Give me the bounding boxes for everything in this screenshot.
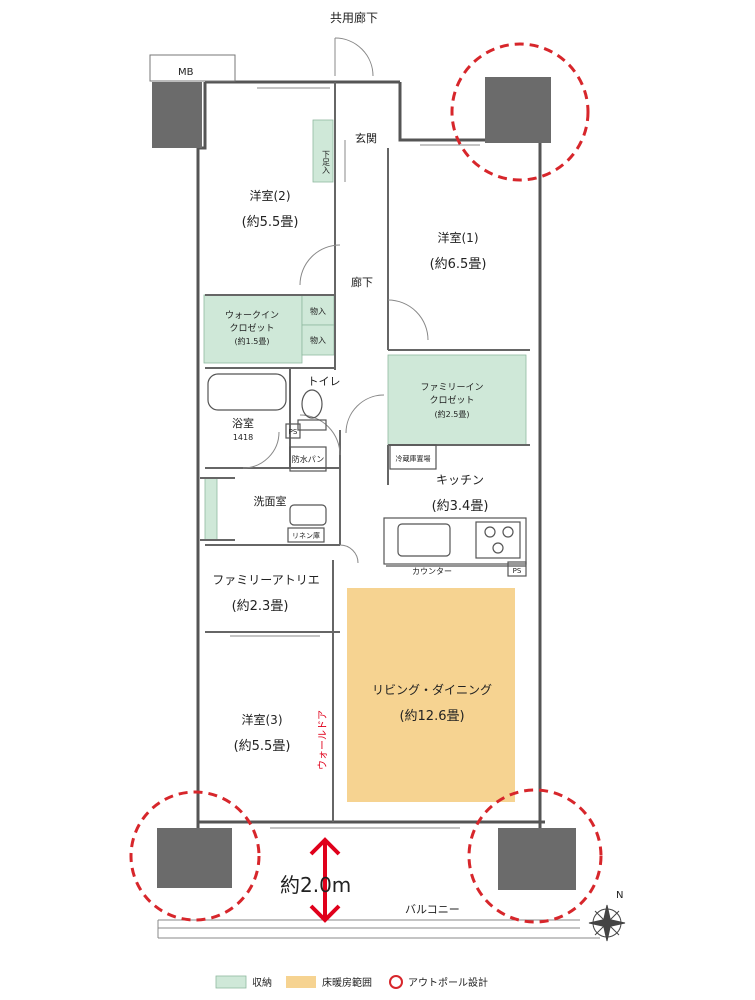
legend-heating-label: 床暖房範囲: [322, 976, 372, 989]
label-living-size: (約12.6畳): [399, 709, 464, 724]
family-closet: [387, 354, 527, 446]
label-linen: リネン庫: [292, 531, 320, 540]
walk-in-closet: [203, 294, 303, 364]
label-shoe-storage: 下足入: [322, 150, 331, 174]
label-room2-name: 洋室(2): [250, 188, 291, 203]
label-ps1: PS: [289, 428, 298, 436]
washroom-storage: [204, 477, 218, 541]
legend-outpole-label: アウトポール設計: [408, 976, 488, 989]
interior-walls: [200, 82, 530, 822]
label-storage-a: 物入: [310, 306, 326, 316]
label-ps2: PS: [513, 567, 522, 575]
label-room3-name: 洋室(3): [242, 712, 283, 727]
cooktop: [475, 521, 521, 559]
bathtub: [207, 373, 287, 411]
floor-heating-area: [347, 588, 515, 802]
balcony-depth-arrow: [309, 837, 341, 923]
shoe-storage: [312, 119, 334, 183]
label-kitchen-size: (約3.4畳): [432, 499, 489, 514]
label-family-closet-1: ファミリーイン: [420, 383, 483, 393]
label-hallway: 廊下: [351, 275, 373, 289]
label-wall-door: ウォールドア: [317, 710, 329, 770]
label-storage-b: 物入: [310, 335, 326, 345]
sink: [397, 523, 451, 557]
label-fridge: 冷蔵庫置場: [396, 454, 431, 463]
pillars: [152, 77, 576, 890]
pillar-top-right: [485, 77, 551, 143]
label-wic-name: ウォークイン: [225, 310, 279, 321]
room-labels: 共用廊下 MB 玄関 下足入 洋室(2) (約5.5畳) 洋室(1) (約6.5…: [178, 10, 623, 916]
pillar-top-left: [152, 82, 202, 148]
outpole-circle-bottom-right: [467, 788, 603, 924]
label-north: N: [616, 890, 623, 901]
waterproof-pan-box: [289, 446, 327, 472]
label-wic-size: (約1.5畳): [235, 336, 270, 346]
label-kitchen-name: キッチン: [436, 473, 484, 487]
doors: [230, 37, 480, 829]
label-atelier-size: (約2.3畳): [232, 599, 289, 614]
ps-box-1: [285, 423, 301, 439]
outpole-circle-bottom-left: [129, 790, 261, 922]
label-toilet: トイレ: [308, 375, 341, 388]
label-corridor-common: 共用廊下: [330, 10, 378, 25]
label-room2-size: (約5.5畳): [242, 215, 299, 230]
kitchen-fixtures: [383, 517, 527, 567]
legend-outpole-icon: [389, 975, 403, 989]
compass-icon: [588, 904, 626, 942]
label-living-name: リビング・ダイニング: [372, 682, 492, 697]
label-washroom: 洗面室: [254, 494, 287, 508]
ps-box-2: [507, 561, 527, 577]
outpole-circle-top-right: [450, 42, 590, 182]
label-family-closet-2: クロゼット: [429, 394, 474, 406]
pillar-bottom-right: [498, 828, 576, 890]
mb-area: [149, 54, 236, 82]
storage-box-b: [301, 324, 335, 356]
label-atelier-name: ファミリーアトリエ: [212, 573, 320, 587]
label-entrance: 玄関: [355, 131, 377, 145]
label-bath-size: 1418: [233, 433, 253, 442]
legend-heating-swatch: [286, 976, 316, 988]
kitchen-counter: [383, 517, 527, 565]
label-mb: MB: [178, 67, 194, 78]
pillar-bottom-left: [157, 828, 232, 888]
legend: 収納 床暖房範囲 アウトポール設計: [215, 975, 488, 989]
label-waterproof-pan: 防水パン: [292, 454, 324, 464]
label-wic-name2: クロゼット: [229, 322, 274, 334]
linen-box: [287, 527, 325, 543]
legend-storage-label: 収納: [252, 976, 272, 989]
label-balcony: バルコニー: [405, 903, 460, 916]
washbasin: [289, 504, 327, 526]
label-room3-size: (約5.5畳): [234, 739, 291, 754]
toilet-bowl: [301, 389, 323, 419]
legend-storage-swatch: [215, 975, 247, 989]
balcony-rail: [157, 919, 600, 939]
label-room1-name: 洋室(1): [438, 230, 479, 245]
label-family-closet-size: (約2.5畳): [435, 409, 470, 419]
label-balcony-depth: 約2.0m: [280, 873, 351, 897]
label-room1-size: (約6.5畳): [430, 257, 487, 272]
outpole-circles: [129, 42, 603, 924]
label-counter: カウンター: [412, 567, 452, 576]
fridge-box: [389, 444, 437, 470]
bath-fixtures: [207, 373, 527, 577]
label-bath-name: 浴室: [232, 416, 254, 430]
